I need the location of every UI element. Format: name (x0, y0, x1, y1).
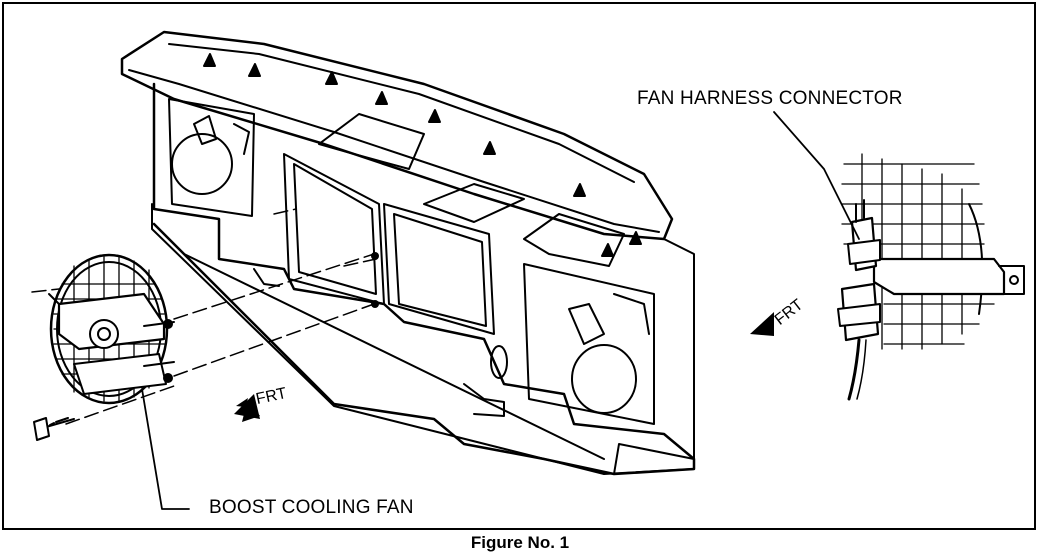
alignment-lines (32, 209, 376, 424)
boost-cooling-fan (34, 255, 174, 440)
boost-fan-leader-line (142, 389, 189, 509)
front-arrow-left-head (234, 394, 260, 419)
harness-connector-inset (838, 154, 1024, 399)
figure-frame: FAN HARNESS CONNECTOR BOOST COOLING FAN … (2, 2, 1036, 530)
front-arrow-right-icon (750, 312, 774, 336)
figure-caption: Figure No. 1 (470, 533, 570, 552)
fan-harness-connector-label: FAN HARNESS CONNECTOR (637, 88, 903, 109)
radiator-support-panel (122, 32, 694, 474)
boost-cooling-fan-label: BOOST COOLING FAN (209, 497, 414, 518)
fan-harness-leader-line (774, 112, 859, 239)
exploded-view-drawing (4, 4, 1036, 530)
